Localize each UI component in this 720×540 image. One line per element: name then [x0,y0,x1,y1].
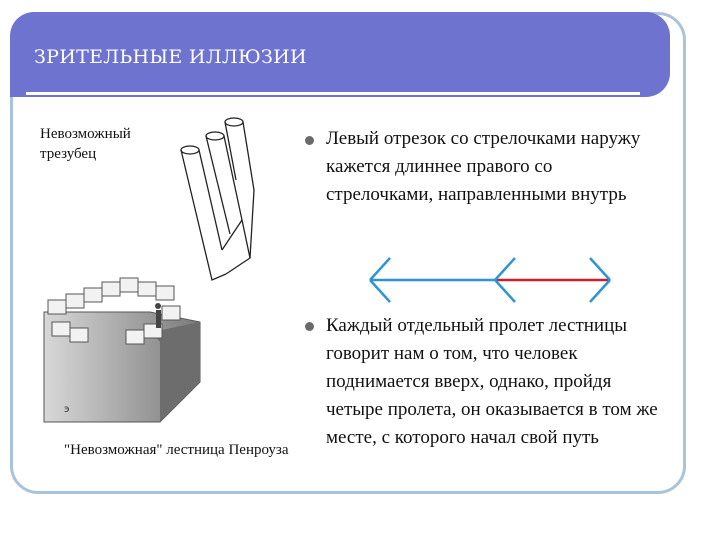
slide-title: ЗРИТЕЛЬНЫЕ ИЛЛЮЗИИ [34,46,307,68]
bullet-2-text: Каждый отдельный пролет лестницы говорит… [326,315,658,448]
title-bar: ЗРИТЕЛЬНЫЕ ИЛЛЮЗИИ [10,12,670,97]
bullet-2-dot [305,322,314,331]
bullet-1-text: Левый отрезок со стрелочками наружу каже… [326,128,641,205]
stairs-caption: "Невозможная" лестница Пенроуза [64,440,294,460]
muller-lyer-illusion [369,257,611,303]
trident-caption: Невозможный трезубец [40,124,180,164]
stairs-caption-text: "Невозможная" лестница Пенроуза [64,442,289,458]
trident-caption-text: Невозможный трезубец [40,126,131,162]
left-segment-outward-arrows [369,257,495,303]
title-underline [26,92,640,95]
bullet-1-dot [305,136,314,145]
svg-text:э: э [64,404,70,415]
impossible-trident-image [180,117,255,281]
right-segment-inward-arrows [494,257,611,303]
penrose-stairs-image: э [43,277,201,423]
